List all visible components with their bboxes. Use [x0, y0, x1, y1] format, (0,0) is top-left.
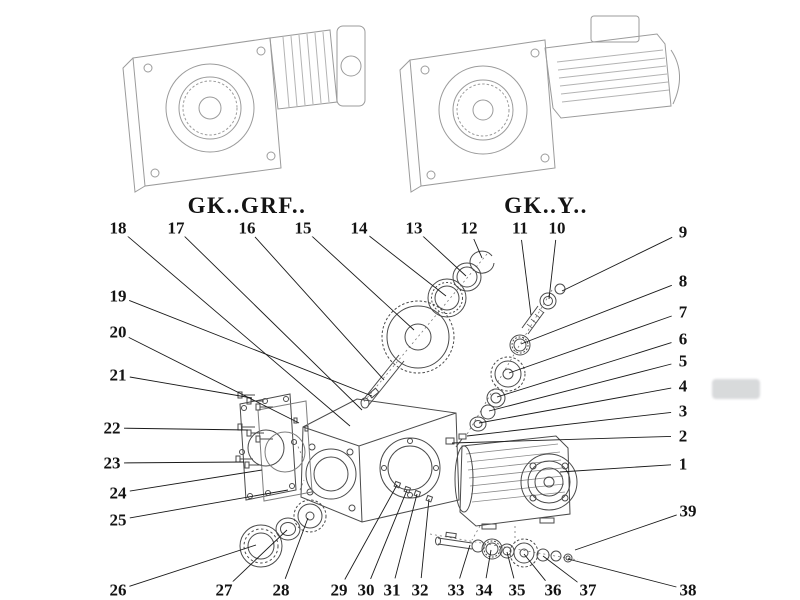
callout-38: 38	[677, 580, 699, 600]
assembly-axis-lines	[295, 253, 579, 561]
callout-27: 27	[213, 580, 235, 600]
leader-line-8	[520, 284, 672, 345]
callout-39: 39	[677, 501, 699, 521]
leader-line-37	[542, 555, 579, 584]
output-shaft-assembly	[435, 531, 573, 568]
callout-20: 20	[107, 322, 129, 342]
leader-line-1	[559, 464, 672, 473]
callout-14: 14	[348, 218, 370, 238]
leader-line-7	[508, 315, 672, 374]
leader-line-38	[567, 558, 677, 588]
leader-line-20	[128, 336, 300, 424]
watermark-smudge	[712, 379, 760, 399]
leader-line-19	[129, 299, 373, 397]
callout-19: 19	[107, 286, 129, 306]
output-bearing-group	[239, 499, 327, 568]
leader-line-11	[521, 239, 532, 316]
flange-fasteners	[393, 480, 434, 503]
callout-8: 8	[676, 271, 690, 291]
leader-line-10	[548, 239, 557, 300]
leader-line-25	[129, 489, 289, 519]
leader-line-4	[478, 387, 672, 424]
leader-line-17	[184, 236, 363, 411]
series-title-gk-y: GK..Y..	[504, 193, 588, 218]
callout-28: 28	[270, 580, 292, 600]
callout-16: 16	[236, 218, 258, 238]
output-key	[445, 531, 457, 539]
cover-plate-group	[235, 391, 313, 502]
callout-35: 35	[506, 580, 528, 600]
input-gear-cluster	[360, 250, 495, 409]
snap-ring	[469, 250, 495, 274]
callout-23: 23	[101, 453, 123, 473]
leader-line-39	[574, 514, 677, 551]
callout-25: 25	[107, 510, 129, 530]
callout-17: 17	[165, 218, 187, 238]
electric-motor	[454, 435, 578, 530]
leader-line-28	[284, 517, 309, 579]
callout-36: 36	[542, 580, 564, 600]
leader-line-23	[123, 461, 245, 464]
callout-4: 4	[676, 376, 690, 396]
leader-line-30	[370, 489, 408, 580]
gear-housing	[300, 398, 460, 523]
leader-line-12	[473, 238, 483, 259]
leader-line-15	[311, 235, 415, 331]
callout-33: 33	[445, 580, 467, 600]
leader-line-34	[485, 549, 492, 579]
callout-34: 34	[473, 580, 495, 600]
callout-29: 29	[328, 580, 350, 600]
gearbox-grf-illustration	[122, 25, 366, 193]
callout-5: 5	[676, 351, 690, 371]
leader-line-24	[129, 469, 263, 492]
shaft-key	[367, 387, 380, 399]
callout-24: 24	[107, 483, 129, 503]
leader-line-32	[420, 498, 430, 579]
series-title-gk-grf: GK..GRF..	[187, 193, 307, 218]
gearmotor-y-illustration	[399, 15, 680, 193]
callout-21: 21	[107, 365, 129, 385]
leader-line-13	[422, 235, 467, 277]
leader-line-26	[129, 544, 257, 587]
leader-lines	[123, 235, 677, 588]
leader-line-16	[254, 236, 385, 381]
callout-37: 37	[577, 580, 599, 600]
leader-line-3	[466, 411, 672, 437]
callout-10: 10	[546, 218, 568, 238]
leader-line-21	[129, 376, 253, 399]
leader-line-33	[459, 544, 471, 579]
leader-line-29	[344, 484, 398, 580]
callout-3: 3	[676, 401, 690, 421]
leader-line-27	[232, 529, 288, 583]
leader-line-2	[451, 435, 672, 444]
leader-line-9	[561, 236, 673, 292]
callout-12: 12	[458, 218, 480, 238]
callout-18: 18	[107, 218, 129, 238]
leader-line-18	[126, 235, 351, 427]
callout-7: 7	[676, 302, 690, 322]
callout-15: 15	[292, 218, 314, 238]
callout-31: 31	[381, 580, 403, 600]
breather-plug	[445, 437, 455, 445]
pinion-shaft-chain	[455, 283, 566, 448]
leader-line-31	[394, 493, 418, 579]
callout-11: 11	[509, 218, 531, 238]
callout-6: 6	[676, 329, 690, 349]
callout-2: 2	[676, 426, 690, 446]
callout-32: 32	[409, 580, 431, 600]
leader-line-22	[123, 427, 249, 431]
leader-line-6	[496, 342, 672, 398]
callout-22: 22	[101, 418, 123, 438]
leader-line-36	[523, 553, 546, 581]
callout-26: 26	[107, 580, 129, 600]
callout-13: 13	[403, 218, 425, 238]
callout-1: 1	[676, 454, 690, 474]
leader-line-14	[368, 235, 447, 297]
exploded-view	[235, 250, 579, 568]
callout-30: 30	[355, 580, 377, 600]
callout-9: 9	[676, 222, 690, 242]
leader-line-35	[506, 551, 515, 579]
leader-line-5	[488, 363, 672, 412]
